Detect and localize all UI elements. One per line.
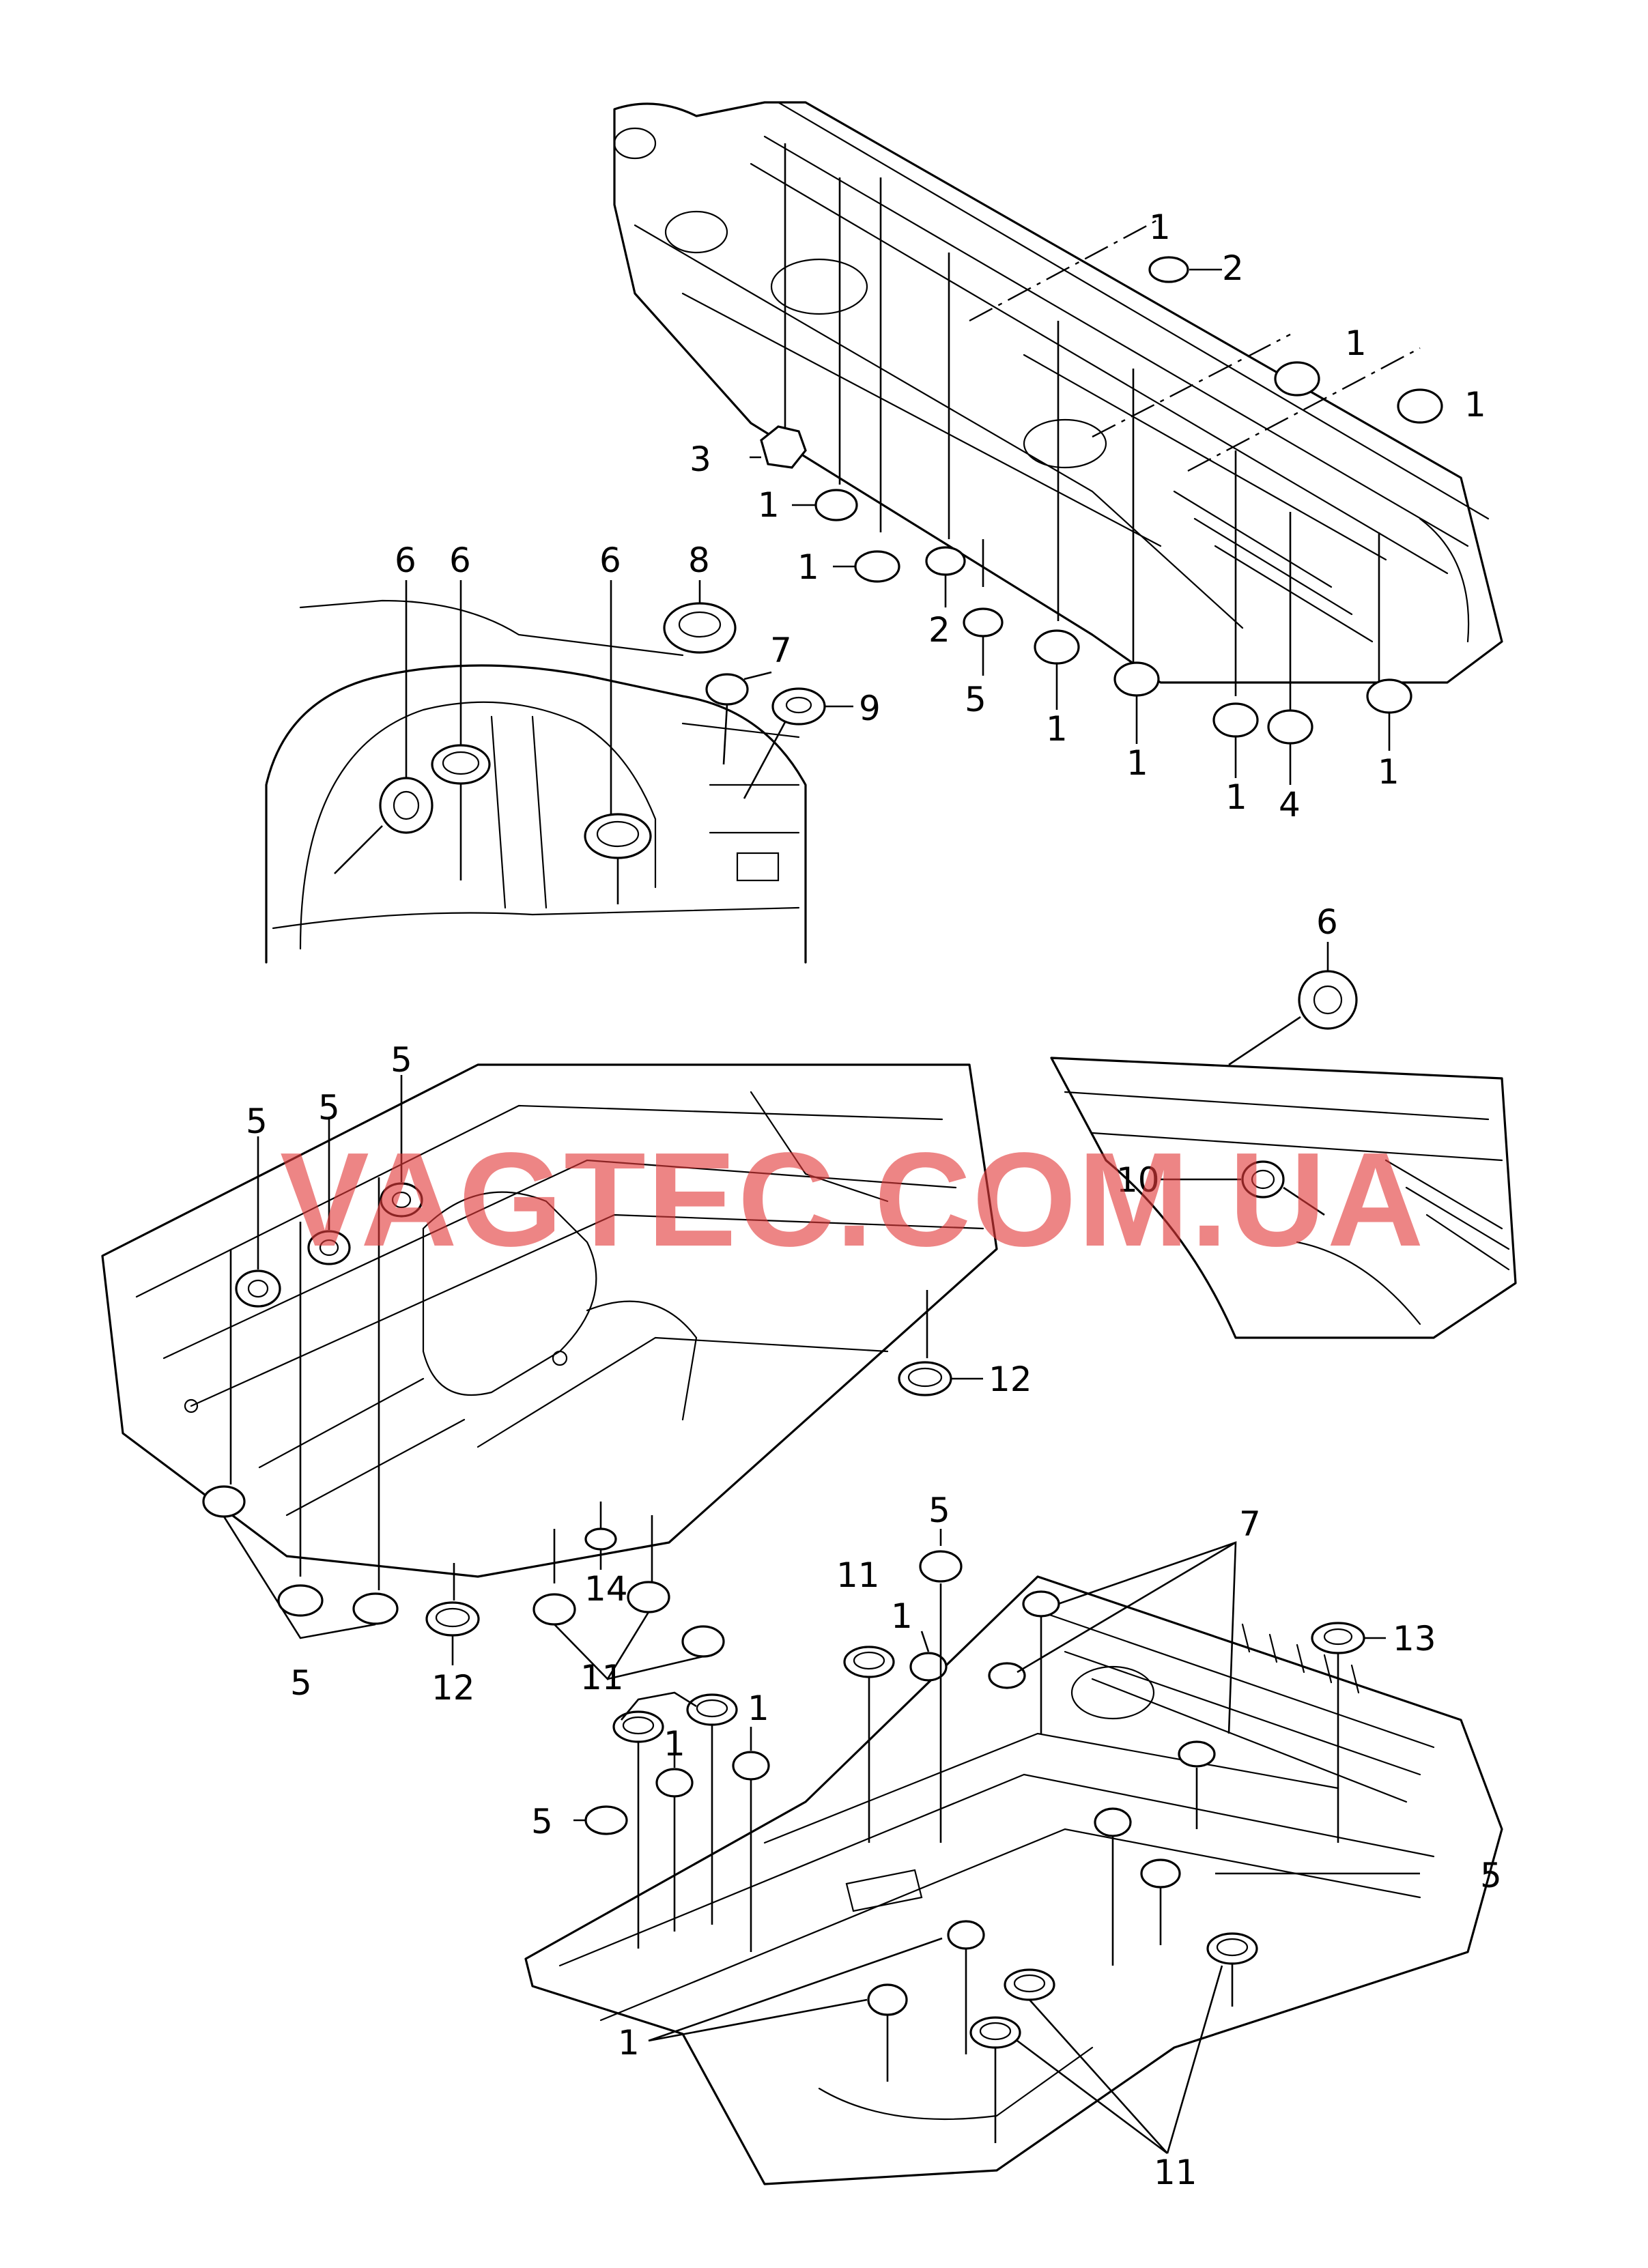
callout-1: 1 xyxy=(891,1596,913,1636)
callout-6: 6 xyxy=(1316,902,1338,942)
callout-3: 3 xyxy=(690,440,711,479)
callout-1: 1 xyxy=(664,1724,685,1764)
callout-1: 1 xyxy=(797,547,819,587)
callout-12: 12 xyxy=(989,1360,1032,1399)
callout-8: 8 xyxy=(688,541,710,580)
callout-11: 11 xyxy=(580,1658,624,1697)
callout-6: 6 xyxy=(449,541,471,580)
floor-pan-view: 5 5 5 12 5 12 14 11 xyxy=(101,1040,1032,1708)
callout-7: 7 xyxy=(770,631,792,670)
wheel-housing-view: 6 6 6 8 7 9 xyxy=(265,541,881,964)
callout-13: 13 xyxy=(1393,1619,1436,1659)
callout-5: 5 xyxy=(290,1663,312,1703)
sill-detail-view: 6 10 xyxy=(1050,902,1517,1339)
callout-1: 1 xyxy=(1464,385,1486,425)
callout-10: 10 xyxy=(1116,1160,1160,1200)
callout-1: 1 xyxy=(758,485,780,525)
callout-11: 11 xyxy=(580,1658,624,1697)
callout-1: 1 xyxy=(1378,752,1400,792)
callout-5: 5 xyxy=(531,1802,553,1841)
callout-11: 11 xyxy=(1154,2153,1197,2192)
callout-5: 5 xyxy=(246,1102,268,1141)
callout-1: 1 xyxy=(1225,777,1247,817)
top-underbody-view: 1 2 1 1 3 1 1 2 5 1 1 1 4 1 xyxy=(613,101,1503,824)
watermark: VAGTEC.COM.UA xyxy=(280,1125,1425,1274)
callout-9: 9 xyxy=(859,689,881,728)
callout-1: 1 xyxy=(1046,709,1068,749)
callout-6: 6 xyxy=(599,541,621,580)
callout-5: 5 xyxy=(318,1088,340,1128)
callout-1: 1 xyxy=(748,1689,769,1728)
callout-1: 1 xyxy=(1126,743,1148,783)
callout-1: 1 xyxy=(1149,207,1171,247)
callout-2: 2 xyxy=(928,610,950,650)
bottom-floor-view: 5 7 11 1 13 11 1 1 5 5 1 11 xyxy=(524,1491,1503,2192)
callout-1: 1 xyxy=(1345,324,1367,363)
callout-5: 5 xyxy=(965,680,986,719)
callout-4: 4 xyxy=(1279,785,1301,824)
callout-12: 12 xyxy=(431,1668,475,1708)
callout-6: 6 xyxy=(395,541,416,580)
callout-1: 1 xyxy=(618,2023,640,2063)
callout-5: 5 xyxy=(390,1040,412,1080)
callout-5: 5 xyxy=(1480,1856,1502,1895)
callout-11: 11 xyxy=(836,1555,880,1595)
callout-7: 7 xyxy=(1239,1504,1261,1544)
callout-5: 5 xyxy=(928,1491,950,1530)
callout-2: 2 xyxy=(1222,248,1244,288)
callout-14: 14 xyxy=(584,1569,628,1609)
